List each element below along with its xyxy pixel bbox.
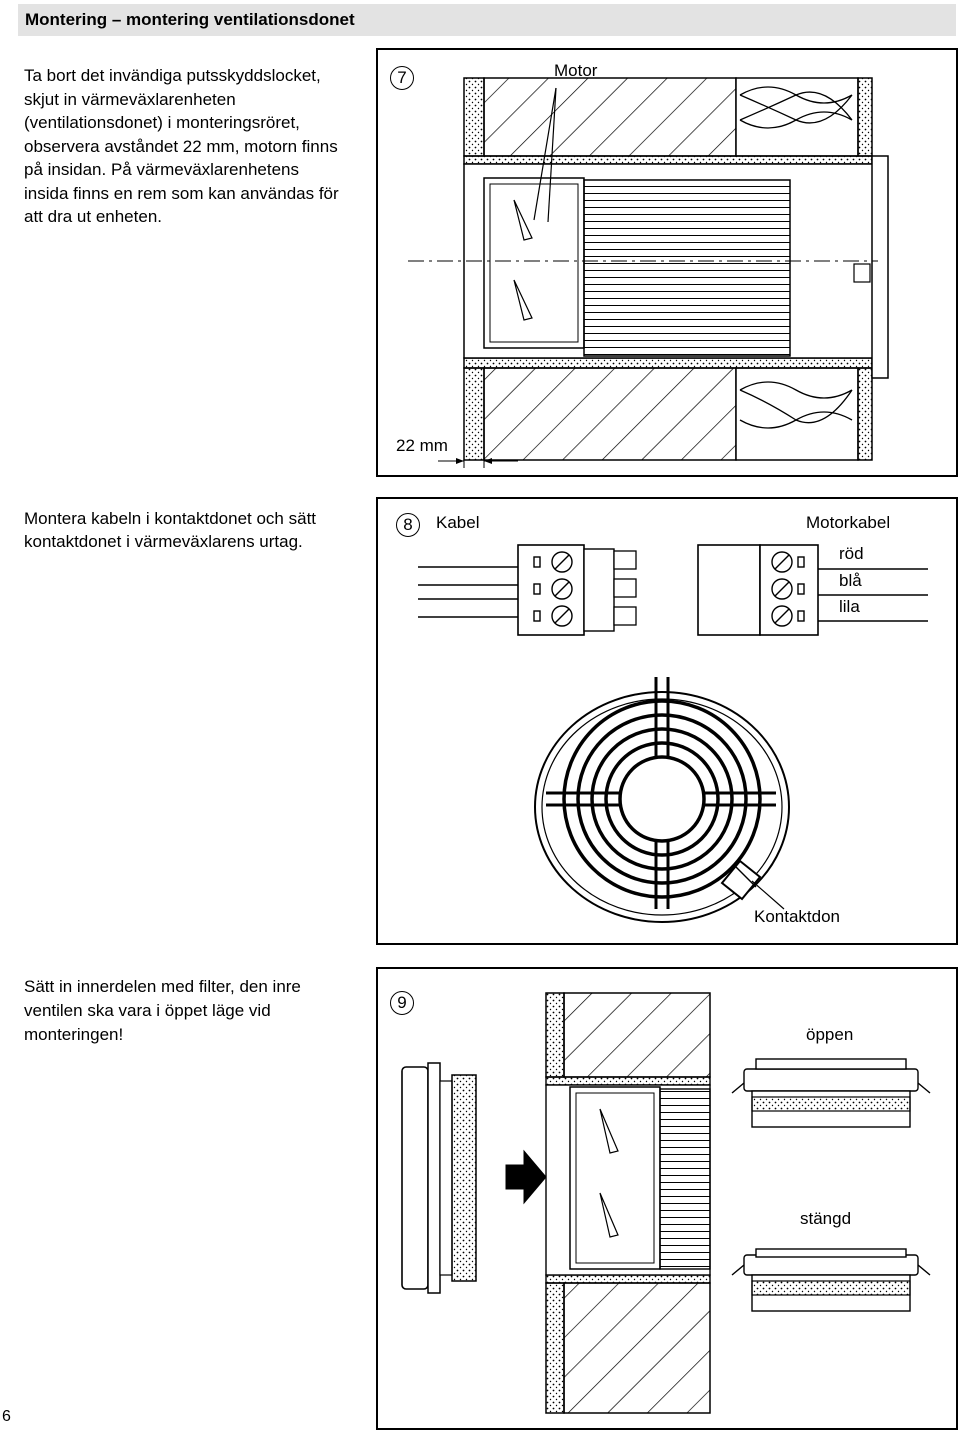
figure-8-number: 8 xyxy=(396,513,420,537)
wire-label-red: röd xyxy=(839,544,864,563)
cable-label: Kabel xyxy=(436,513,480,532)
closed-valve-label: stängd xyxy=(800,1209,852,1228)
page-title: Montering – montering ventilationsdonet xyxy=(25,10,355,29)
wire-label-purple: lila xyxy=(839,597,860,616)
figure-9-drawing xyxy=(401,992,931,1414)
step9-instructions: Sätt in innerdelen med filter, den inre … xyxy=(24,977,301,1044)
figure-7-illustration: 7 Motor 22 mm xyxy=(376,48,958,477)
page-number: 6 xyxy=(2,1408,11,1425)
open-valve-label: öppen xyxy=(806,1025,854,1044)
figure-9-illustration: 9 öppen stängd xyxy=(376,967,958,1430)
figure-8-drawing xyxy=(418,544,928,923)
connector-label: Kontaktdon xyxy=(754,907,841,926)
figure-7-drawing xyxy=(408,77,889,468)
step8-instructions: Montera kabeln i kontaktdonet och sätt k… xyxy=(24,509,317,551)
step7-instructions: Ta bort det invändiga putsskyddslocket, … xyxy=(24,66,339,226)
dimension-22mm-label: 22 mm xyxy=(396,436,448,455)
page-header: Montering – montering ventilationsdonet xyxy=(18,4,956,36)
wire-label-blue: blå xyxy=(839,571,862,590)
motor-label: Motor xyxy=(554,61,598,80)
figure-7-number: 7 xyxy=(390,66,414,90)
figure-9-number: 9 xyxy=(390,991,414,1015)
figure-8-illustration: 8 Kabel Motorkabel röd blå lila Kontaktd… xyxy=(376,497,958,945)
motor-cable-label: Motorkabel xyxy=(806,513,891,532)
